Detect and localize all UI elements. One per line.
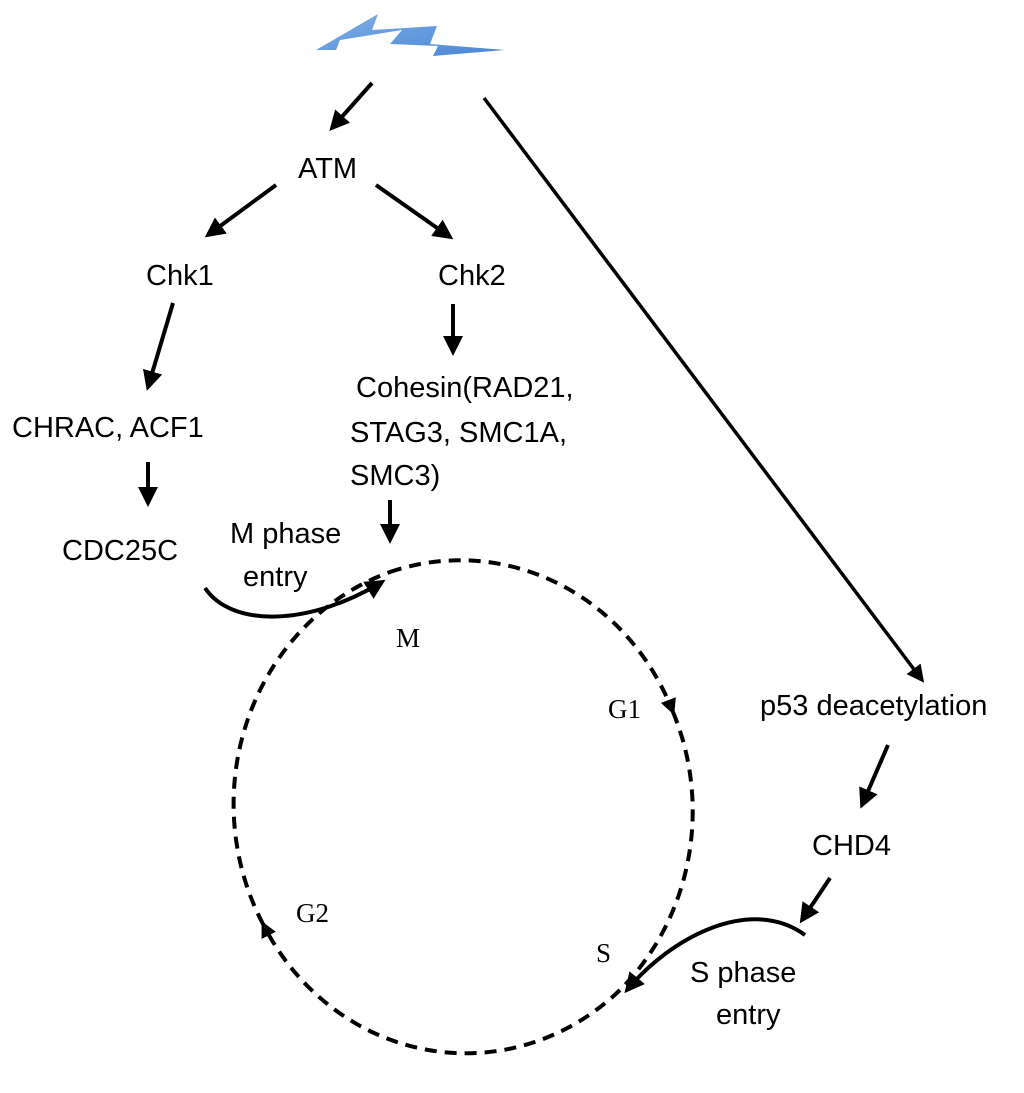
cohesin-label-line3: SMC3) (350, 460, 440, 492)
lightning-bolt-icon (316, 14, 505, 56)
phase-g2-label: G2 (296, 898, 329, 928)
arrow-atm-to-chk2 (374, 183, 454, 240)
phase-m-label: M (396, 623, 420, 653)
s-phase-entry-label-line1: S phase (690, 957, 796, 989)
p53-deacetylation-label: p53 deacetylation (760, 690, 987, 722)
cell-cycle-arc-m-g1 (389, 558, 676, 715)
arrow-chd4-to-s-entry (799, 876, 832, 924)
cohesin-label-line1: Cohesin(RAD21, (356, 372, 574, 404)
cdc25c-label: CDC25C (62, 535, 178, 567)
arrow-s-phase-entry (624, 917, 807, 994)
chd4-label: CHD4 (812, 830, 891, 862)
cell-cycle-arc-s-g2 (261, 921, 622, 1056)
phase-g1-label: G1 (608, 694, 641, 724)
atm-label: ATM (298, 153, 357, 185)
m-phase-entry-label-line2: entry (243, 561, 308, 593)
cohesin-label-line2: STAG3, SMC1A, (350, 417, 567, 449)
cell-cycle-arc-g2-m (231, 570, 391, 925)
phase-s-label: S (596, 938, 611, 968)
s-phase-entry-label-line2: entry (716, 999, 781, 1031)
arrow-chk1-to-chrac (142, 302, 175, 391)
cell-cycle-arc-g1-s (618, 711, 695, 992)
chk1-label: Chk1 (146, 260, 214, 292)
chrac-acf1-label: CHRAC, ACF1 (12, 412, 204, 444)
m-phase-entry-label-line1: M phase (230, 518, 341, 550)
chk2-label: Chk2 (438, 260, 506, 292)
arrow-atm-to-chk1 (204, 183, 278, 238)
arrow-bolt-to-p53 (482, 96, 925, 683)
arrow-bolt-to-atm (329, 81, 374, 131)
arrow-m-phase-entry (203, 579, 386, 619)
arrow-p53-to-chd4 (859, 744, 890, 809)
